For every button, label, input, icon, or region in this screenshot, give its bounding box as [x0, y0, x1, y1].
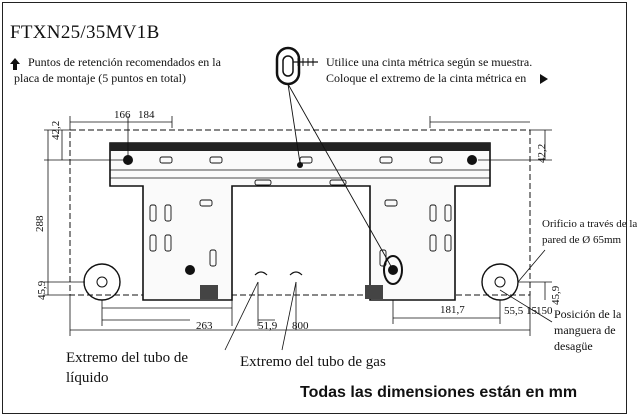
mounting-plate: [109, 142, 491, 301]
plate-top-rail: [110, 143, 490, 151]
dim-51: 51,9: [258, 320, 278, 332]
dim-150: 150: [536, 305, 553, 317]
dim-45-right: 45,9: [550, 285, 562, 305]
model-title: FTXN25/35MV1B: [10, 22, 160, 43]
dim-42-right: 42,2: [536, 143, 548, 163]
dim-288: 288: [34, 215, 46, 233]
drain-note-line3: desagüe: [554, 339, 593, 353]
dim-45-left: 45,9: [36, 280, 48, 300]
dim-181: 181,7: [440, 304, 465, 316]
wall-hole-right: [481, 263, 519, 301]
dim-55: 55,5: [504, 305, 524, 317]
tape-note-line1: Utilice una cinta métrica según se muest…: [326, 55, 533, 69]
dim-42-left: 42,2: [50, 120, 62, 140]
dim-166: 166: [114, 109, 131, 121]
tape-measure-icon: [275, 46, 301, 86]
retention-points: [123, 155, 477, 275]
liquid-tube-line2: líquido: [66, 370, 109, 386]
tape-note-line2: Coloque el extremo de la cinta métrica e…: [326, 71, 527, 85]
unit-outline: [69, 129, 531, 296]
dim-15: 15: [526, 305, 537, 317]
drain-note-line1: Posición de la: [554, 307, 622, 321]
dim-800: 800: [292, 320, 309, 332]
hole-note-line1: Orificio a través de la: [542, 218, 637, 230]
footer-note: Todas las dimensiones están en mm: [300, 384, 578, 401]
plate-slots: [149, 156, 452, 267]
dim-184: 184: [138, 109, 155, 121]
liquid-tube-line1: Extremo del tubo de: [66, 350, 189, 366]
dim-263: 263: [196, 320, 213, 332]
triangle-right-icon: [540, 74, 548, 88]
hole-note-line2: pared de Ø 65mm: [542, 234, 622, 246]
gas-tube-label: Extremo del tubo de gas: [240, 354, 386, 370]
retention-note-line2: placa de montaje (5 puntos en total): [14, 71, 186, 85]
diagram-frame: [2, 2, 627, 414]
drain-note-line2: manguera de: [554, 323, 616, 337]
retention-note-line1: Puntos de retención recomendados en la: [28, 55, 221, 69]
arrow-up-icon: [10, 58, 20, 74]
